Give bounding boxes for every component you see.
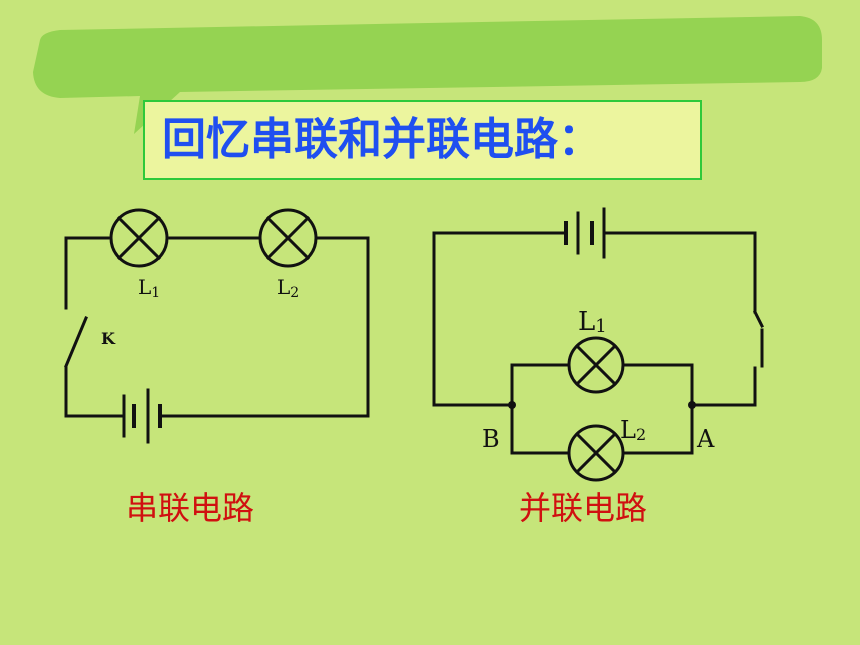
series-lamp2-label: L2 bbox=[277, 275, 299, 301]
parallel-lamp2-label: L2 bbox=[620, 416, 646, 444]
parallel-lamp1-label: L1 bbox=[578, 307, 607, 337]
junction-dot-a bbox=[688, 401, 696, 409]
battery-icon bbox=[564, 207, 606, 259]
banner-shape bbox=[33, 16, 822, 134]
series-circuit-caption: 串联电路 bbox=[126, 489, 255, 527]
lamp-icon bbox=[109, 208, 169, 268]
lamp-icon bbox=[567, 336, 625, 394]
junction-dot-b bbox=[508, 401, 516, 409]
series-lamp1-label: L1 bbox=[138, 275, 160, 301]
series-switch-label: K bbox=[101, 329, 116, 348]
node-b-label: B bbox=[482, 425, 500, 453]
battery-icon bbox=[122, 388, 162, 444]
switch-icon bbox=[64, 316, 88, 368]
page-title: 回忆串联和并联电路： bbox=[162, 114, 602, 165]
title-box: 回忆串联和并联电路： bbox=[143, 100, 702, 180]
lamp-icon bbox=[567, 424, 625, 482]
switch-icon bbox=[752, 309, 765, 368]
node-a-label: A bbox=[696, 425, 715, 453]
parallel-circuit-caption: 并联电路 bbox=[519, 489, 648, 527]
parallel-circuit bbox=[432, 207, 765, 482]
lamp-icon bbox=[258, 208, 318, 268]
series-circuit bbox=[64, 208, 370, 444]
